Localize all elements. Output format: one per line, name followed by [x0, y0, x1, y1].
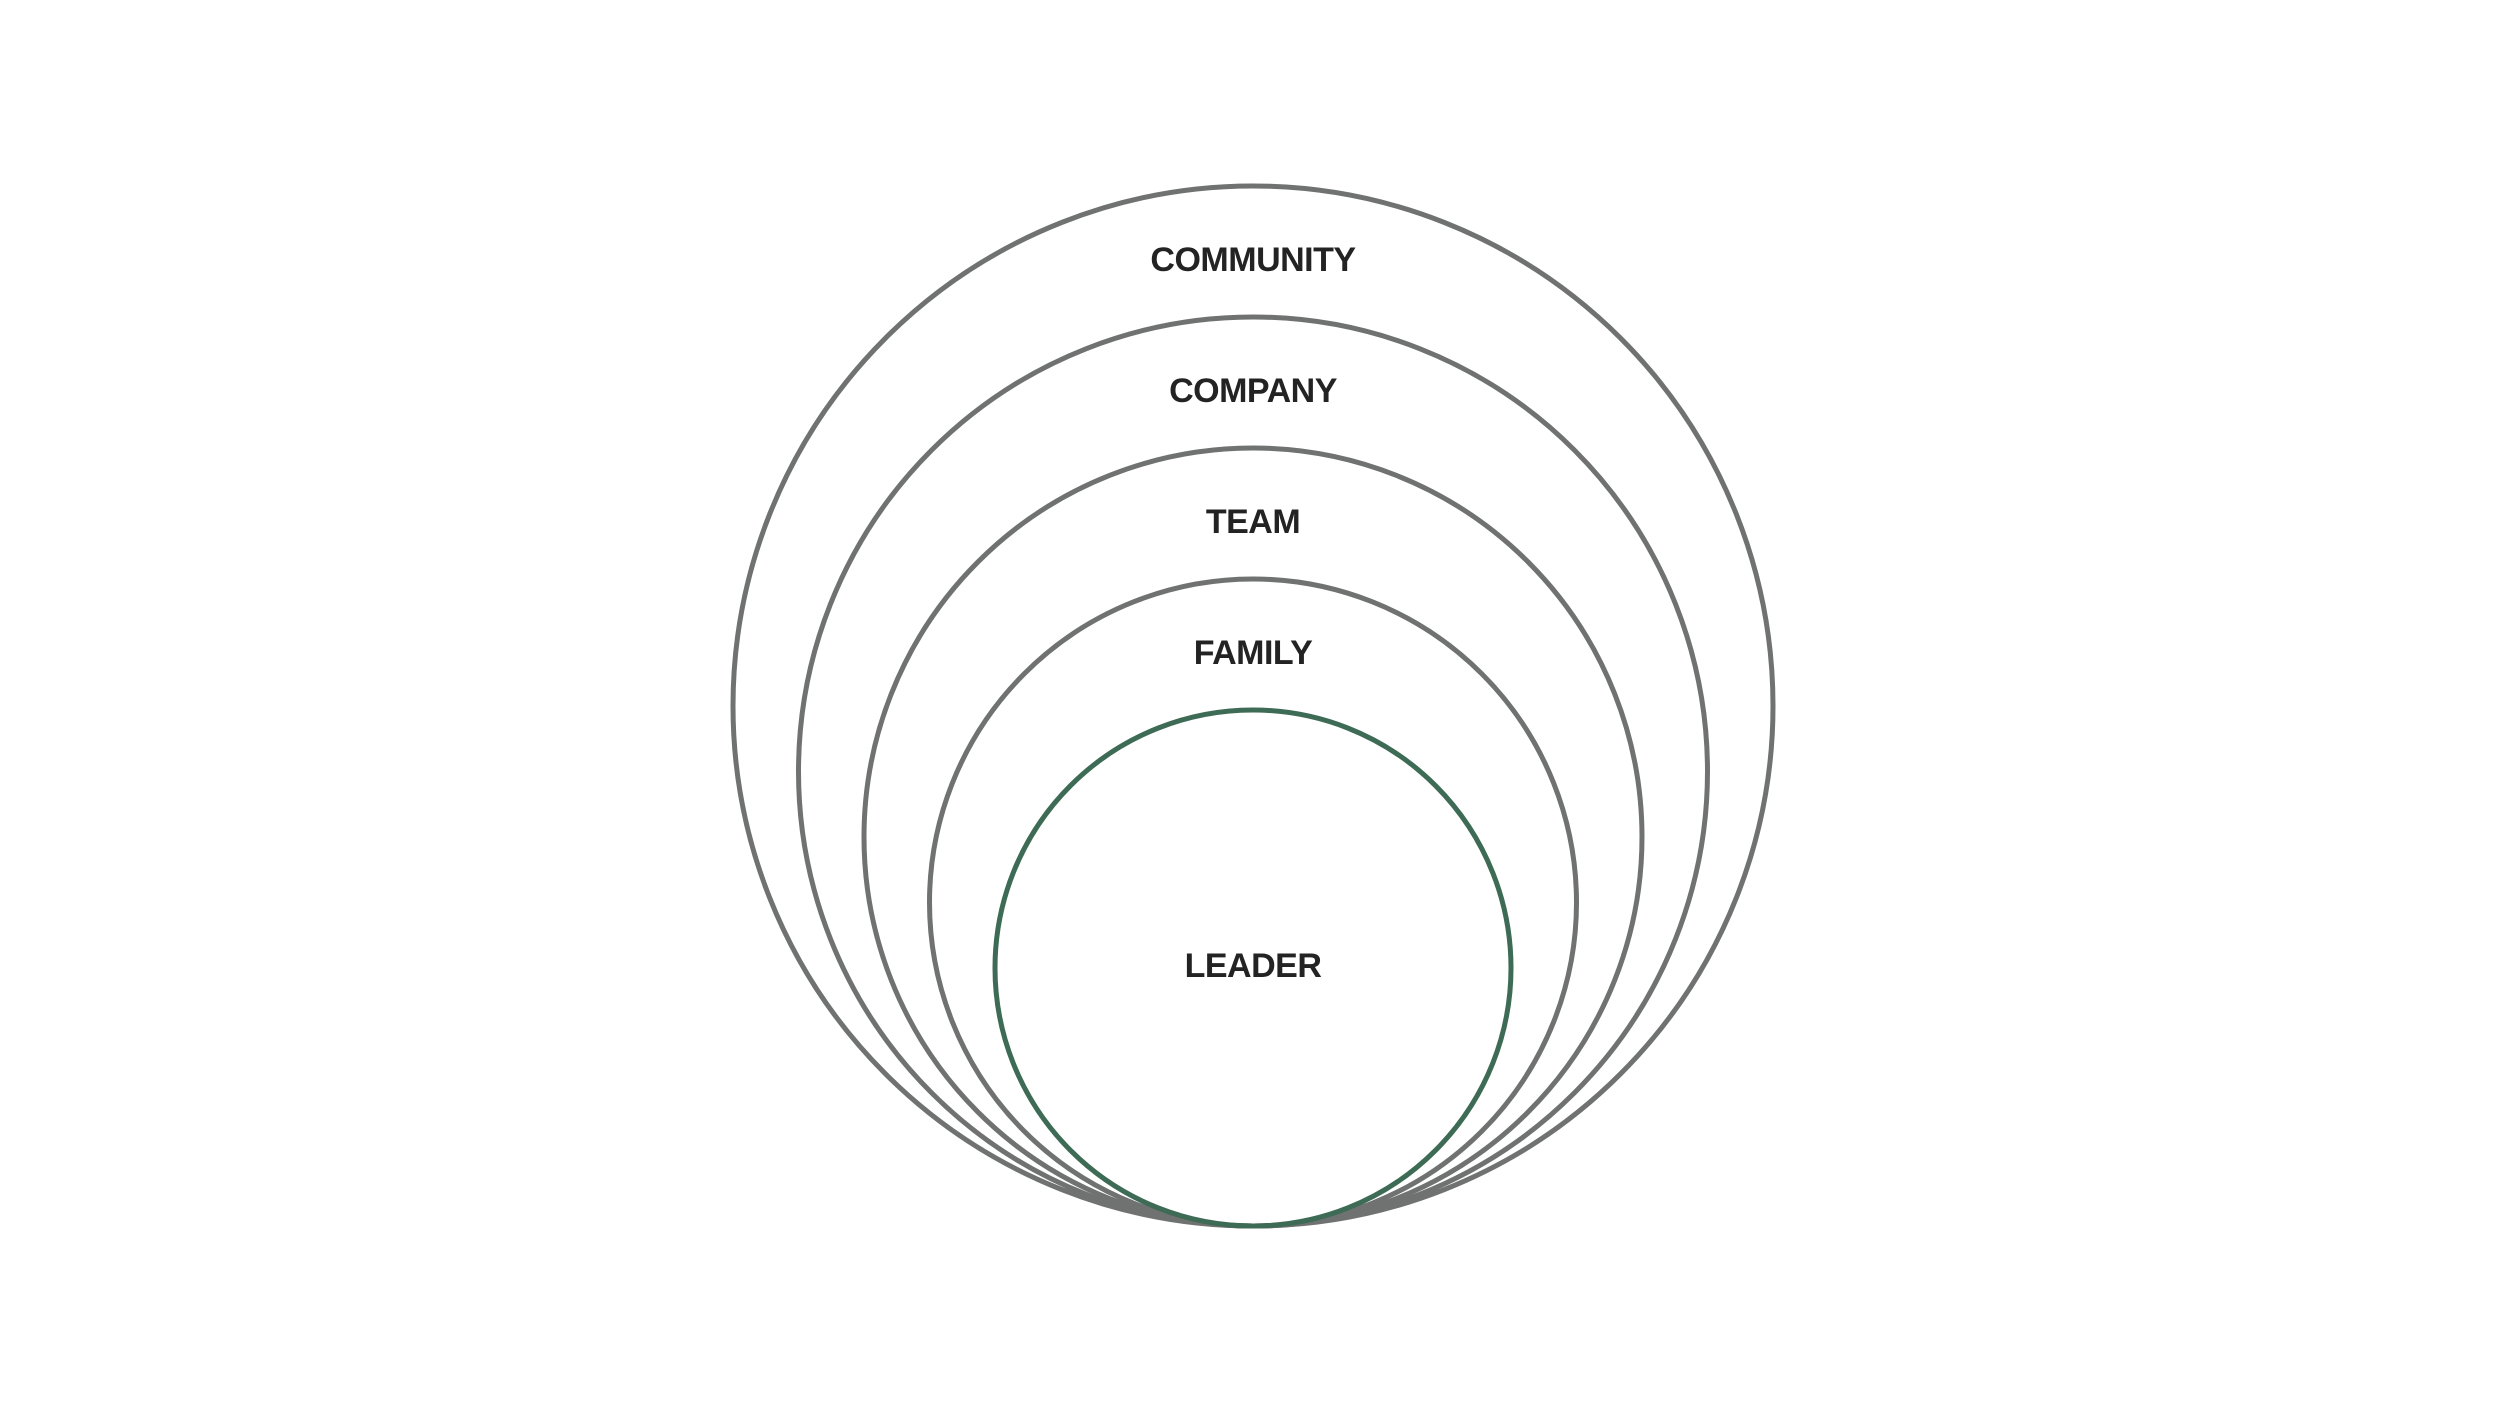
- ring-leader: [992, 707, 1514, 1229]
- ring-label-community: COMMUNITY: [1150, 241, 1356, 279]
- ring-label-company: COMPANY: [1169, 372, 1338, 410]
- ring-label-team: TEAM: [1206, 503, 1300, 541]
- ring-team: [861, 445, 1645, 1229]
- ring-label-leader: LEADER: [1185, 947, 1322, 985]
- ring-label-family: FAMILY: [1194, 634, 1313, 672]
- rings-layer: [730, 183, 1776, 1229]
- labels-layer: COMMUNITY COMPANY TEAM FAMILY LEADER: [1150, 241, 1356, 985]
- ring-company: [796, 314, 1710, 1229]
- ring-family: [927, 576, 1579, 1229]
